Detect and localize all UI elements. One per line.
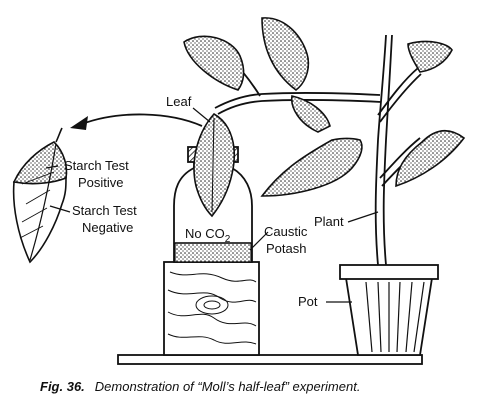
- label-leaf: Leaf: [166, 94, 192, 109]
- figure-caption: Fig. 36. Demonstration of “Moll’s half-le…: [40, 379, 360, 394]
- base-board: [117, 354, 423, 365]
- label-starch-positive-line2: Positive: [78, 175, 124, 190]
- wooden-block: [163, 261, 260, 356]
- label-starch-positive-line1: Starch Test: [64, 158, 129, 173]
- plant-leaves: [183, 17, 466, 218]
- label-no-co2: No CO2: [185, 226, 231, 245]
- label-leaders: [45, 107, 379, 303]
- leaf-right: [395, 130, 466, 188]
- leaf-light-half: [12, 176, 67, 264]
- detached-leaf: [12, 127, 68, 264]
- label-starch-negative-line1: Starch Test: [72, 203, 137, 218]
- figure-caption-text: Demonstration of “Moll’s half-leaf” expe…: [95, 379, 361, 394]
- label-potash: Potash: [266, 241, 306, 256]
- label-pot: Pot: [298, 294, 318, 309]
- label-starch-negative-line2: Negative: [82, 220, 133, 235]
- leaf-in-bottle: [193, 112, 236, 218]
- leaf-middle: [291, 95, 331, 133]
- leaf-large-center: [260, 137, 363, 197]
- leaf-top-left: [183, 35, 245, 91]
- figure-number: Fig. 36.: [40, 379, 85, 394]
- label-no-co2-subscript: 2: [225, 234, 231, 245]
- label-caustic: Caustic: [264, 224, 308, 239]
- caustic-potash-layer: [174, 242, 252, 263]
- label-plant: Plant: [314, 214, 344, 229]
- leaf-top-right: [407, 40, 453, 73]
- transfer-arrow: [70, 113, 203, 130]
- leaf-top-middle: [261, 17, 310, 92]
- flower-pot: [339, 264, 439, 356]
